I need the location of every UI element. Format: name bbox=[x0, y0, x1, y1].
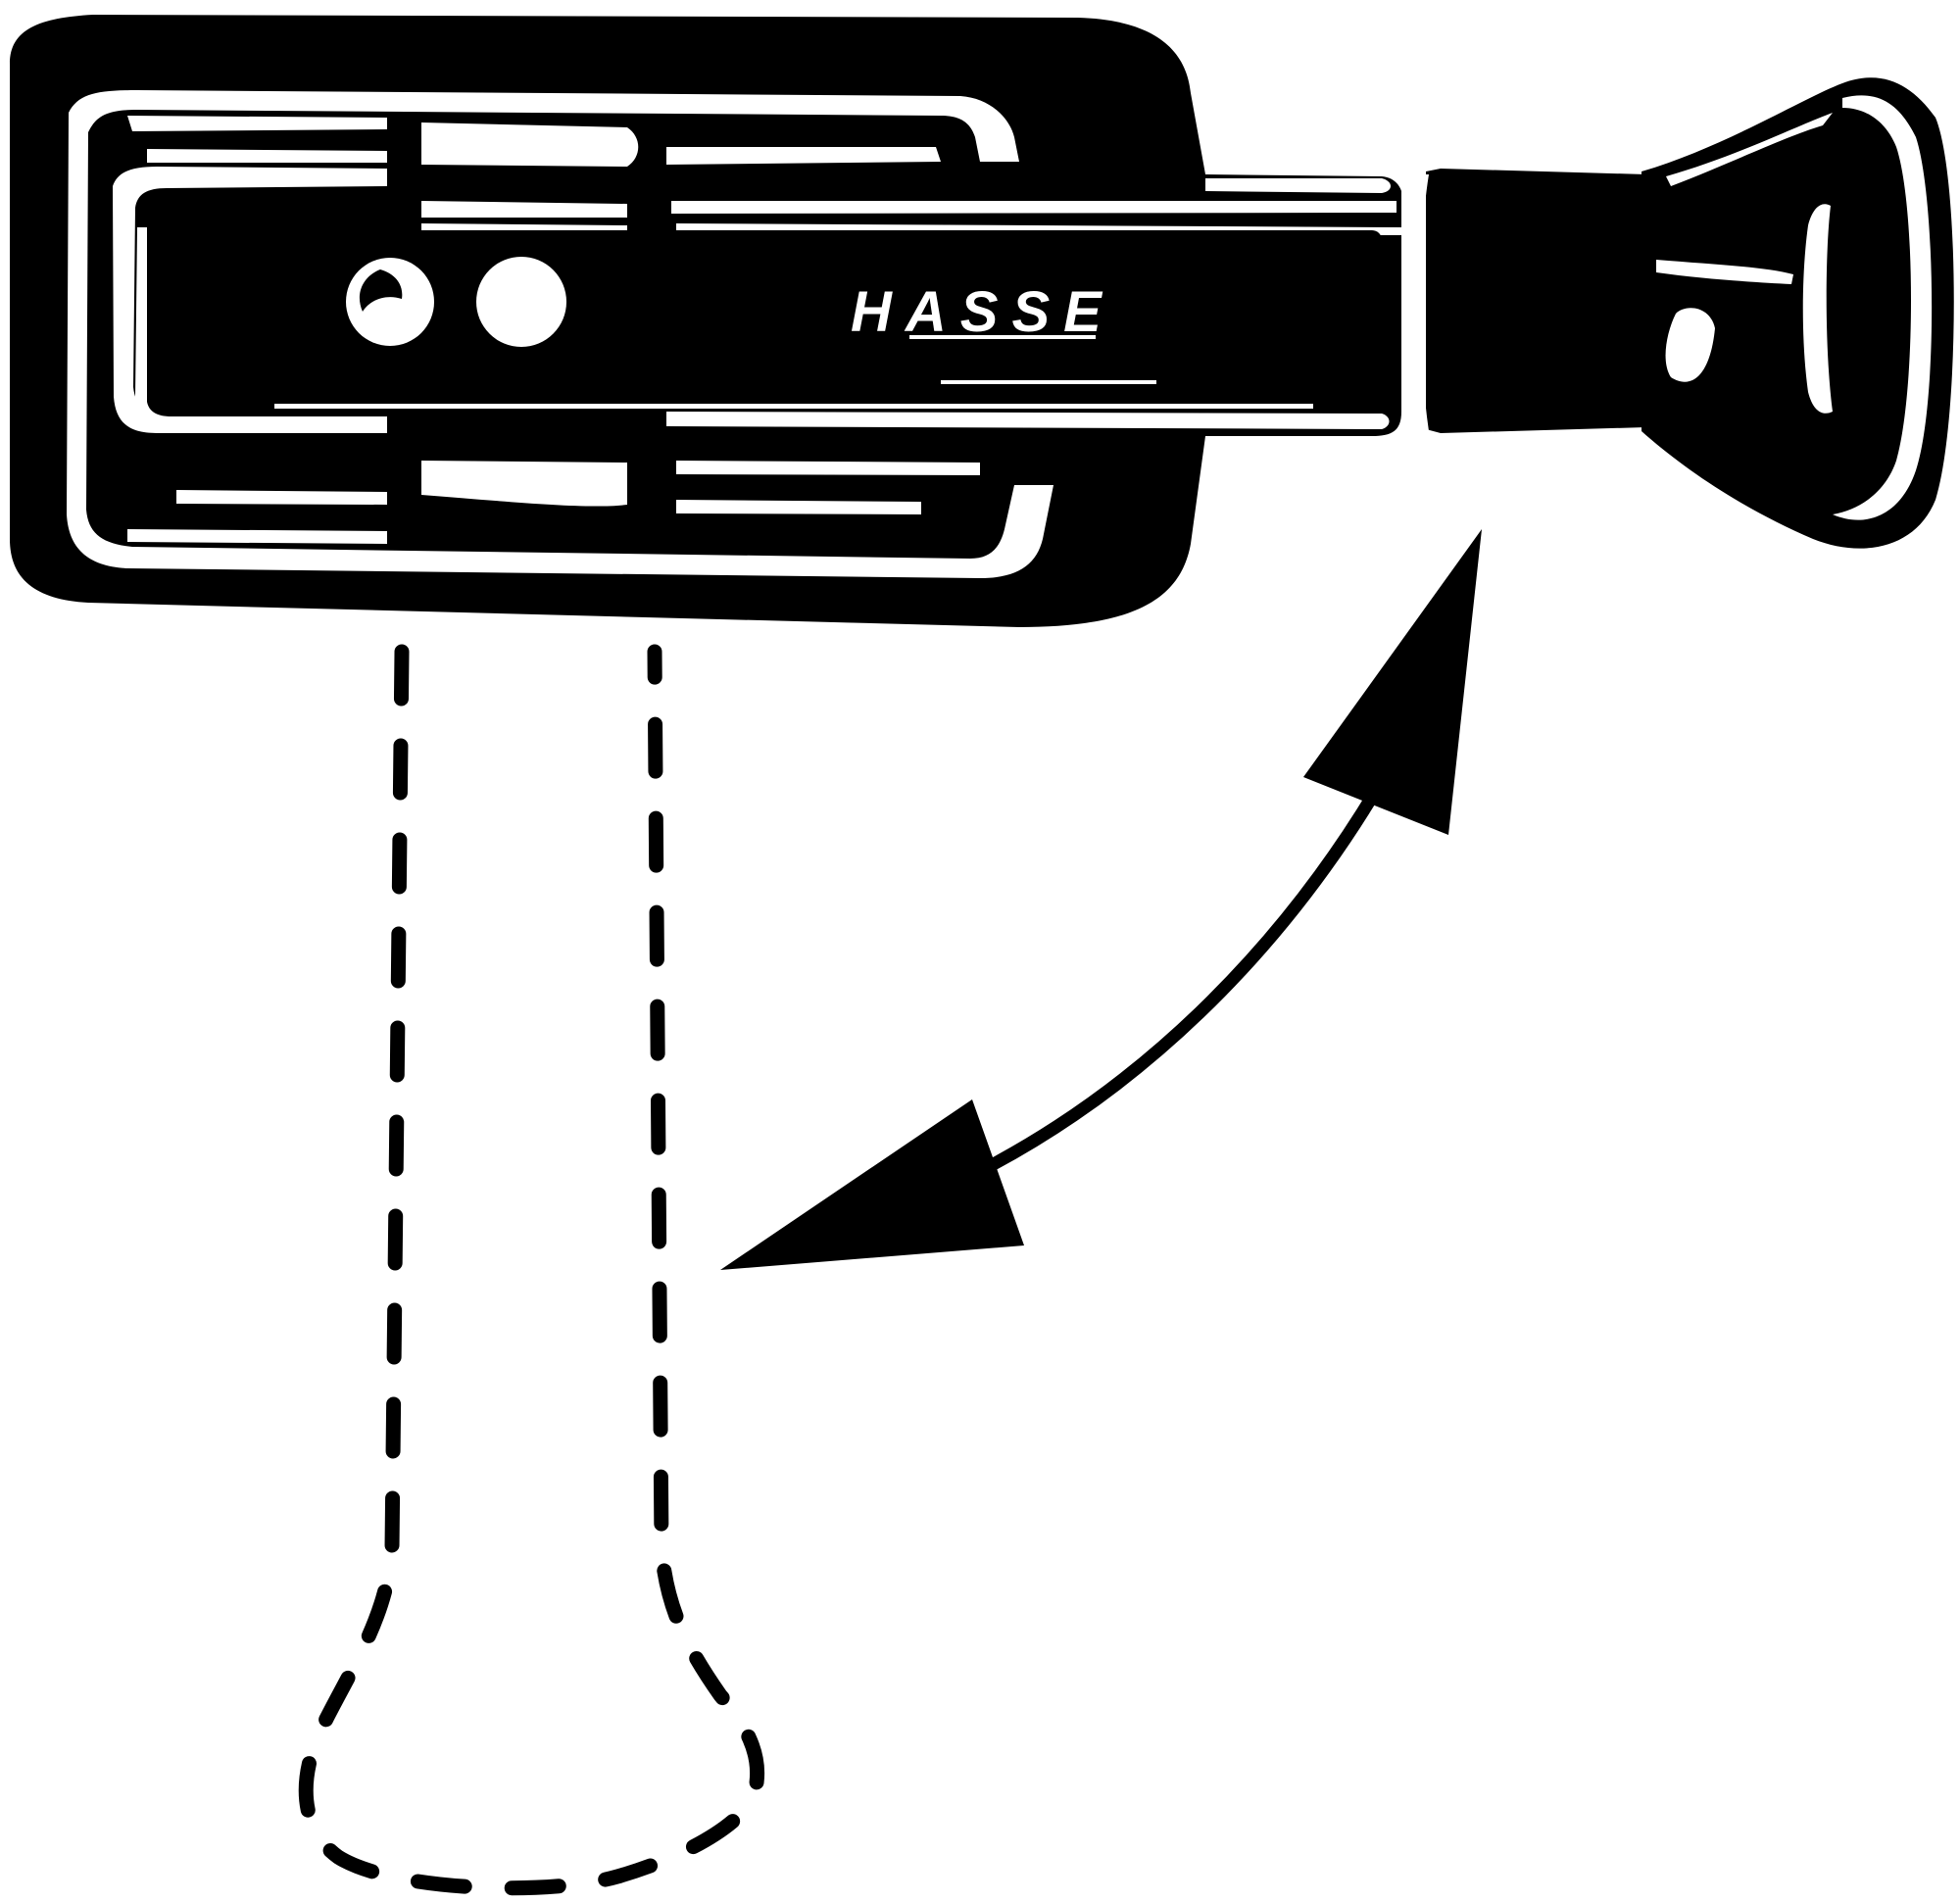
center-rib-top bbox=[421, 122, 639, 167]
lens-head bbox=[1642, 77, 1954, 549]
housing-top-rail-2 bbox=[147, 149, 387, 163]
panel-baseline bbox=[274, 404, 1313, 409]
housing-bottom-rail bbox=[176, 490, 387, 505]
neck-gap bbox=[1401, 174, 1429, 431]
housing-top-rail bbox=[127, 116, 387, 131]
lens-head-streak-2 bbox=[1656, 260, 1793, 284]
front-panel bbox=[147, 230, 1382, 402]
neck-connector bbox=[1426, 169, 1646, 433]
brand-label: HASSE bbox=[851, 280, 1115, 344]
panel-underline bbox=[941, 380, 1156, 384]
lanyard-loop bbox=[298, 644, 765, 1896]
center-rib-mid bbox=[421, 201, 627, 218]
device-illustration: HASSE bbox=[10, 15, 1954, 627]
right-rail-6 bbox=[676, 461, 980, 475]
front-panel-frame bbox=[135, 227, 172, 416]
switch-knob-right bbox=[476, 257, 566, 347]
switch-knob-left bbox=[346, 258, 434, 346]
right-rail-2 bbox=[671, 201, 1396, 214]
rotation-arrow-shaft bbox=[986, 785, 1383, 1172]
right-rail-4 bbox=[1205, 178, 1391, 193]
lens-head-streak bbox=[1666, 113, 1833, 186]
center-rib-bottom bbox=[421, 461, 627, 507]
rotation-arrow-head-top bbox=[1303, 529, 1482, 835]
lens-head-inner bbox=[1802, 204, 1833, 414]
right-rail-5 bbox=[666, 412, 1390, 429]
brand-underline bbox=[909, 335, 1096, 339]
rotation-arrow-head-bottom bbox=[720, 1099, 1024, 1270]
lens-head-notch bbox=[1665, 308, 1715, 382]
right-rail-7 bbox=[676, 500, 921, 514]
right-rail-1 bbox=[666, 147, 941, 165]
rotation-arrow bbox=[720, 529, 1482, 1270]
housing-bottom-rail-2 bbox=[127, 529, 387, 544]
lens-head-rim bbox=[1833, 95, 1933, 520]
